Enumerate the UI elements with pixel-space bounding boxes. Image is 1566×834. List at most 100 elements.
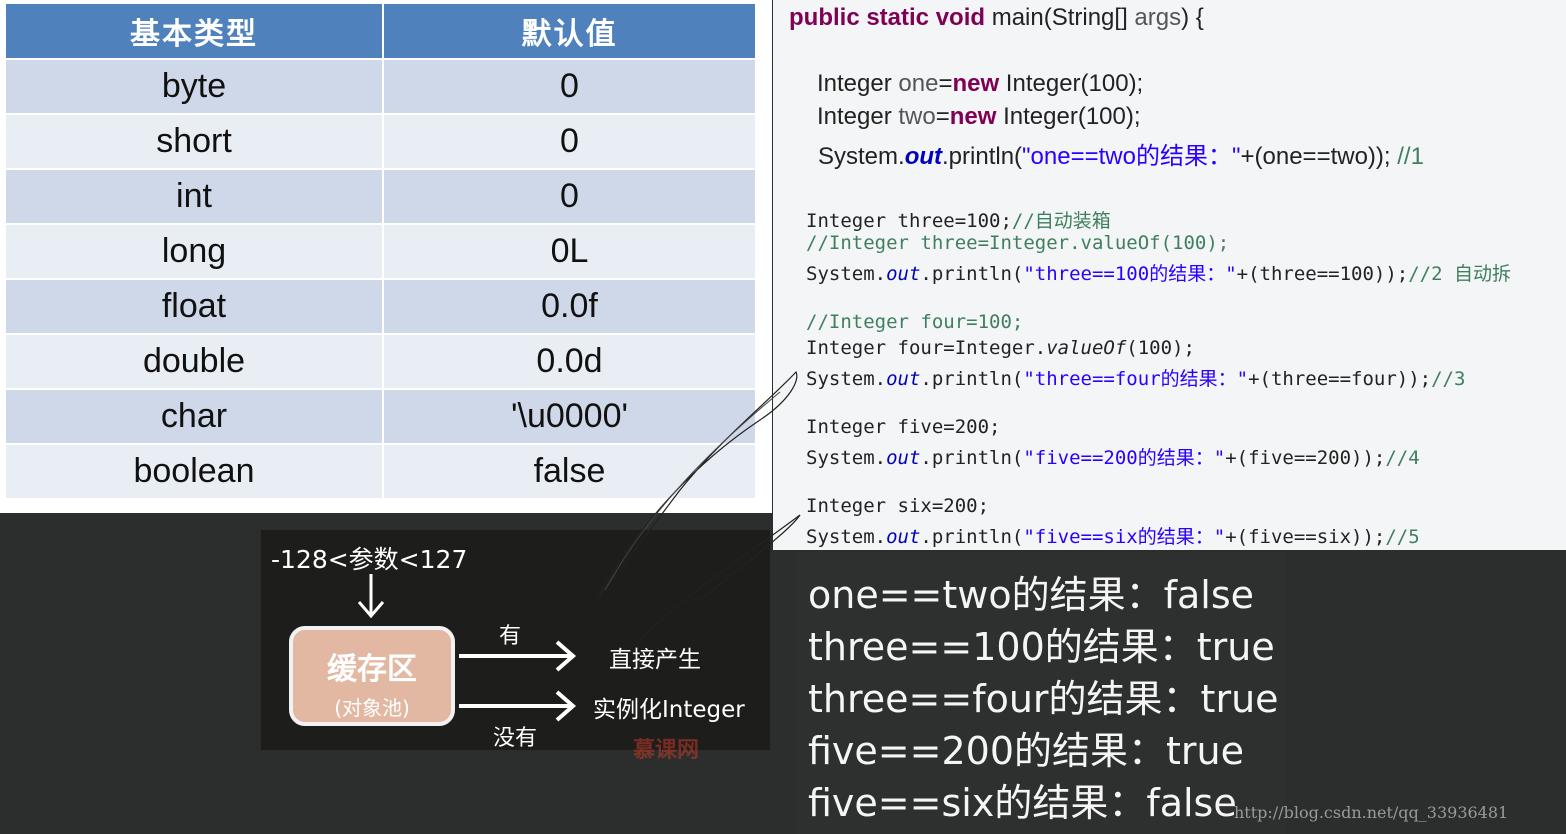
instantiate-label: 实例化Integer bbox=[593, 697, 745, 723]
integer-cache-diagram: -128<参数<127 缓存区 (对象池) 有 直接产生 实例化Integer … bbox=[261, 530, 770, 763]
code-string: "three==four的结果：" bbox=[1023, 368, 1249, 390]
code-field: out bbox=[886, 447, 921, 469]
code-text: System. bbox=[806, 368, 887, 390]
code-line: Integer five=200; bbox=[806, 416, 1000, 438]
code-text: System. bbox=[806, 526, 887, 548]
code-line: System.out.println("one==two的结果："+(one==… bbox=[818, 136, 1424, 171]
output-line: five==200的结果：true bbox=[808, 729, 1244, 773]
code-text: +(three==four)); bbox=[1248, 368, 1432, 390]
right-arrow-icon bbox=[459, 690, 577, 722]
blog-url-watermark: http://blog.csdn.net/qq_33936481 bbox=[1234, 803, 1509, 822]
type-cell: byte bbox=[4, 58, 384, 115]
imooc-watermark: 慕课网 bbox=[633, 738, 700, 763]
table-row: boolean false bbox=[4, 443, 757, 500]
code-line: Integer four=Integer.valueOf(100); bbox=[806, 337, 1195, 359]
table-row: long 0L bbox=[4, 223, 757, 280]
code-keyword: public static void bbox=[789, 4, 986, 31]
code-text: +(one==two)); bbox=[1240, 143, 1398, 170]
code-text: Integer three=100; bbox=[806, 210, 1012, 232]
code-line: Integer one=new Integer(100); bbox=[817, 70, 1143, 98]
code-string: "one==two的结果：" bbox=[1022, 143, 1241, 170]
code-text: ) { bbox=[1181, 4, 1204, 31]
right-arrow-icon bbox=[459, 640, 577, 672]
code-line-main: public static void main(String[] args) { bbox=[789, 4, 1204, 32]
table-row: byte 0 bbox=[4, 58, 757, 115]
code-variable: one bbox=[898, 70, 939, 97]
code-comment: //自动装箱 bbox=[1011, 210, 1111, 232]
code-comment: //1 bbox=[1397, 143, 1424, 170]
code-method: valueOf bbox=[1046, 337, 1127, 359]
code-panel: public static void main(String[] args) {… bbox=[773, 0, 1566, 550]
table-row: float 0.0f bbox=[4, 278, 757, 335]
type-cell: int bbox=[4, 168, 384, 225]
code-text: .println( bbox=[920, 447, 1024, 469]
code-comment: //3 bbox=[1431, 368, 1466, 390]
down-arrow-icon bbox=[357, 574, 385, 619]
code-field: out bbox=[904, 143, 942, 170]
cache-title: 缓存区 bbox=[327, 652, 417, 687]
table-row: short 0 bbox=[4, 113, 757, 170]
yes-label: 有 bbox=[499, 624, 522, 649]
diagram-arrows bbox=[357, 574, 577, 722]
code-text: .println( bbox=[942, 143, 1023, 170]
code-text: +(three==100)); bbox=[1236, 263, 1409, 285]
header-type: 基本类型 bbox=[4, 2, 384, 60]
default-cell: '\u0000' bbox=[382, 388, 757, 445]
code-field: out bbox=[886, 263, 921, 285]
code-line: System.out.println("three==100的结果："+(thr… bbox=[806, 259, 1511, 286]
code-line: System.out.println("five==200的结果："+(five… bbox=[806, 443, 1420, 470]
output-line: five==six的结果：false bbox=[808, 781, 1237, 825]
output-line: one==two的结果：false bbox=[808, 573, 1255, 617]
code-line: //Integer four=100; bbox=[806, 311, 1023, 333]
cache-subtitle: (对象池) bbox=[334, 696, 410, 720]
default-cell: 0 bbox=[382, 58, 757, 115]
code-variable: args bbox=[1134, 4, 1182, 31]
type-cell: long bbox=[4, 223, 384, 280]
default-cell: false bbox=[382, 443, 757, 500]
code-text: +(five==six)); bbox=[1225, 526, 1386, 548]
code-text: Integer bbox=[817, 103, 899, 130]
code-string: "five==six的结果：" bbox=[1023, 526, 1226, 548]
code-text: System. bbox=[806, 263, 887, 285]
code-comment: //2 自动拆 bbox=[1408, 263, 1511, 285]
cache-pool-box: 缓存区 (对象池) bbox=[289, 626, 455, 726]
type-cell: boolean bbox=[4, 443, 384, 500]
type-default-table: 基本类型 默认值 byte 0 short 0 int 0 long 0L fl bbox=[4, 2, 757, 500]
code-line: Integer two=new Integer(100); bbox=[817, 103, 1141, 131]
code-string: "three==100的结果：" bbox=[1023, 263, 1237, 285]
code-field: out bbox=[886, 526, 921, 548]
code-text: .println( bbox=[920, 526, 1024, 548]
code-text: .println( bbox=[920, 263, 1024, 285]
code-variable: two bbox=[898, 103, 936, 130]
type-cell: short bbox=[4, 113, 384, 170]
no-label: 没有 bbox=[493, 726, 538, 751]
type-cell: char bbox=[4, 388, 384, 445]
code-line: System.out.println("three==four的结果："+(th… bbox=[806, 364, 1465, 391]
console-output-panel: one==two的结果：false three==100的结果：true thr… bbox=[796, 552, 1286, 834]
direct-create-label: 直接产生 bbox=[609, 647, 701, 673]
output-line: three==four的结果：true bbox=[808, 677, 1279, 721]
default-cell: 0.0d bbox=[382, 333, 757, 390]
code-text: .println( bbox=[920, 368, 1024, 390]
default-cell: 0 bbox=[382, 113, 757, 170]
code-text: Integer six=200; bbox=[806, 495, 990, 517]
output-line: three==100的结果：true bbox=[808, 625, 1275, 669]
table-row: int 0 bbox=[4, 168, 757, 225]
code-keyword: new bbox=[952, 70, 1000, 97]
code-field: out bbox=[886, 368, 921, 390]
code-comment: //4 bbox=[1385, 447, 1420, 469]
code-text: main(String[] bbox=[985, 4, 1135, 31]
code-line: System.out.println("five==six的结果："+(five… bbox=[806, 522, 1420, 549]
code-keyword: new bbox=[949, 103, 997, 130]
code-string: "five==200的结果：" bbox=[1023, 447, 1226, 469]
code-line: //Integer three=Integer.valueOf(100); bbox=[806, 232, 1229, 254]
code-text: (100); bbox=[1126, 337, 1195, 359]
type-default-table-panel: 基本类型 默认值 byte 0 short 0 int 0 long 0L fl bbox=[0, 0, 772, 513]
code-text: = bbox=[938, 70, 953, 97]
code-text: System. bbox=[818, 143, 905, 170]
code-line: Integer three=100;//自动装箱 bbox=[806, 206, 1111, 233]
header-default: 默认值 bbox=[382, 2, 757, 60]
table-row: char '\u0000' bbox=[4, 388, 757, 445]
code-text: Integer(100); bbox=[996, 103, 1141, 130]
code-comment: //5 bbox=[1385, 526, 1420, 548]
